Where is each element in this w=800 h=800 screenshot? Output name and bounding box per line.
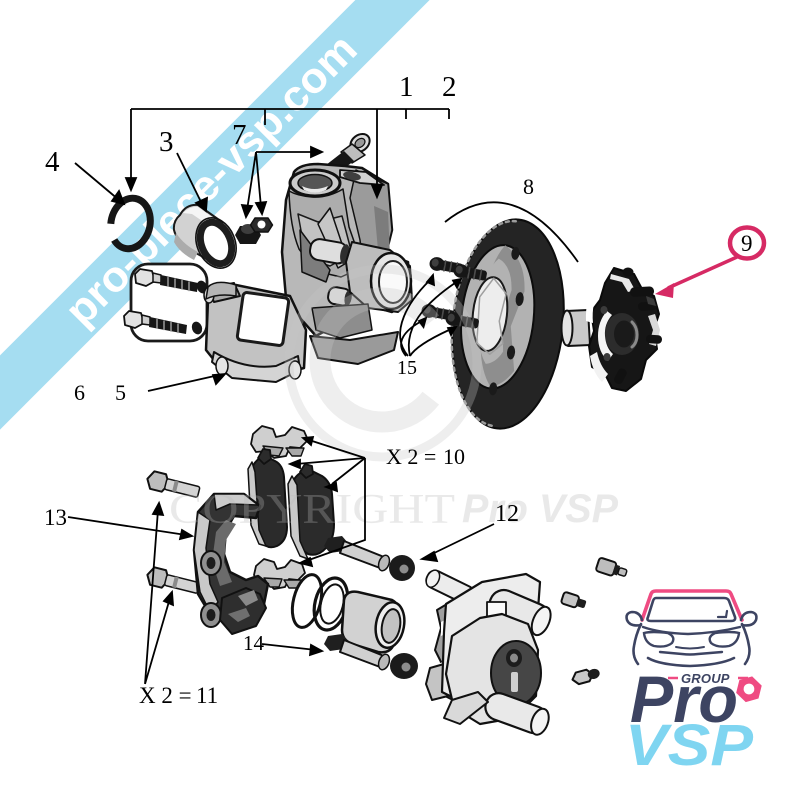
svg-text:15: 15 — [397, 357, 417, 379]
svg-text:2: 2 — [442, 71, 457, 103]
svg-text:VSP: VSP — [625, 713, 753, 778]
svg-text:4: 4 — [45, 146, 60, 178]
svg-text:9: 9 — [741, 231, 753, 256]
svg-text:3: 3 — [159, 126, 174, 158]
svg-text:10: 10 — [443, 444, 465, 469]
svg-text:14: 14 — [243, 631, 265, 655]
svg-text:Pro: Pro — [630, 662, 738, 736]
svg-text:11: 11 — [196, 683, 218, 708]
svg-text:5: 5 — [115, 380, 126, 405]
svg-text:COPYRIGHT: COPYRIGHT — [169, 487, 455, 533]
svg-text:Pro VSP: Pro VSP — [462, 487, 618, 531]
svg-text:X 2 =: X 2 = — [139, 683, 192, 708]
svg-text:X 2 =: X 2 = — [386, 444, 436, 469]
svg-text:6: 6 — [74, 380, 85, 405]
svg-text:1: 1 — [399, 71, 414, 103]
svg-text:8: 8 — [523, 174, 534, 199]
svg-text:GROUP: GROUP — [681, 671, 730, 686]
svg-text:7: 7 — [232, 119, 247, 151]
svg-text:13: 13 — [44, 505, 67, 530]
svg-text:12: 12 — [495, 501, 519, 527]
